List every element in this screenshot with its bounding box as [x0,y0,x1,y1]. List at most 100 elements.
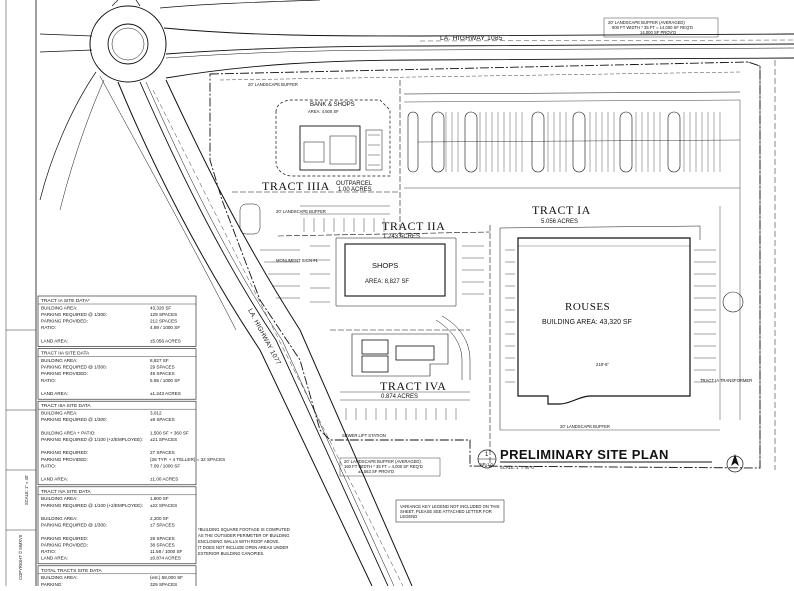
site-data-row-value: 1,500 SF + 360 SF [150,430,189,435]
site-data-row-value: (28 TYP. + 4 TELLER) = 32 SPACES [150,457,225,462]
building-note-line-1: *BUILDING SQUARE FOOTAGE IS COMPUTED [198,527,290,532]
site-data-row-value: 8,827 SF [150,358,169,363]
site-data-row-label: RATIO: [41,549,56,554]
site-data-row-label: BUILDING AREA + PATIO: [41,430,96,435]
rouses-building [517,237,691,405]
building-note-line-5: EXTERIOR BUILDING CANOPIES. [198,551,264,556]
tract-3a-acres: 1.00 ACRES [338,187,372,193]
tract-1a-label: TRACT IA [532,203,591,217]
sewer-lift-label: SEWER LIFT STATION [342,433,386,438]
bank-shops-name: BANK & SHOPS [310,102,355,108]
site-data-row-value: ±22 SPACES [150,503,177,508]
site-data-row-label: BUILDING AREA: [41,516,78,521]
site-data-row-label: PARKING REQUIRED: [41,450,88,455]
highway-1085-north-edge [163,27,794,37]
site-data-row-label: RATIO: [41,463,56,468]
title-scale: SCALE: 1" = 40'-0" [500,465,536,470]
site-data-row-label: PARKING PROVIDED: [41,457,88,462]
site-data-section-title: TRACT IIA SITE DATA [41,351,90,357]
tract-3a-outparcel: OUTPARCEL [336,181,373,187]
highway-1077-west-edge [117,81,373,587]
site-data-row-label: BUILDING AREA: [41,575,78,580]
landscape-buffer-south-3: ±4,563 SF PROV'D [358,469,394,474]
site-boundary [209,61,761,469]
dimension-218: 218'-6" [596,362,610,367]
building-note: *BUILDING SQUARE FOOTAGE IS COMPUTED AS … [198,527,290,556]
site-data-row-value: 2,200 SF [150,516,169,521]
site-data-row-label: RATIO: [41,378,56,383]
shops-name: SHOPS [372,261,398,270]
site-data-row-value: 7.09 / 1000 SF [150,463,180,468]
site-data-row-label: PARKING REQUIRED @ 1/300: [41,312,107,317]
site-data-table: TRACT IA SITE DATA* BUILDING AREA: 43,320 … [37,295,225,591]
site-data-row-value: 38 SPACES [150,542,175,547]
site-data-row-value: ±21 SPACES [150,437,177,442]
site-data-section [37,295,197,347]
north-parking [219,71,741,189]
site-data-row-value: 5.55 / 1000 SF [150,378,180,383]
site-data-row-label: LAND AREA: [41,556,68,561]
transformer-label: TRACT IA TRANSFORMER [700,378,752,383]
landscape-buffer-left: 20' LANDSCAPE BUFFER [276,209,326,214]
site-data-row-value: ±5.056 ACRES [150,338,181,343]
site-data-row-label: PARKING REQUIRED @ 1/300: [41,365,107,370]
rouses-building-group [499,100,744,431]
site-data-row-value: 4.89 / 1000 SF [150,325,180,330]
highway-1085-label: LA. HIGHWAY 1085 [440,35,503,42]
tract-1a-acres: 5.056 ACRES [541,219,578,225]
sidebar-scale-text: SCALE: 1" = 40' [24,475,29,505]
site-data-row-value: ±1.243 ACRES [150,391,181,396]
site-data-row-value: 1,800 SF [150,496,169,501]
roundabout-outer [89,5,167,83]
site-data-row-label: PARKING REQUIRED @ 1/100 (+2/EMPLOYEE): [41,437,143,442]
tract-2a-label: TRACT IIA [382,219,445,233]
site-data-row-label: RATIO: [41,325,56,330]
monument-sign-label: MONUMENT SIGN #1 [276,258,318,263]
site-data-row-label: PARKING PROVIDED: [41,542,88,547]
tract-4a-buildings [340,315,471,420]
landscape-buffer-top-right: 20' LANDSCAPE BUFFER (AVERAGED) [608,20,685,25]
site-data-section-title: TRACT IVA SITE DATA [41,489,92,495]
site-data-row-value: ±7 SPACES [150,523,175,528]
title-sheet: SP-1.0 [480,462,493,467]
site-data-section [37,400,197,486]
site-data-row-value: 329 SPACES [150,582,177,586]
site-data-row-label: LAND AREA: [41,391,68,396]
title-number: 1 [485,452,489,458]
site-data-row-label: LAND AREA: [41,338,68,343]
shops-area: AREA: 8,827 SF [365,279,409,285]
site-data-row-label: BUILDING AREA: [41,411,78,416]
tract-2a-acres: 1.243 ACRES [383,234,420,240]
site-data-row-label: BUILDING AREA: [41,496,78,501]
sidebar-firm-text: COPYRIGHT © MMXVII [18,535,23,580]
tract-4a-label: TRACT IVA [380,379,446,393]
site-data-section-title: TRACT IA SITE DATA* [41,298,90,304]
site-data-row-value: 129 SPACES [150,312,177,317]
tract-3a-label: TRACT IIIA [262,179,330,193]
shops-building-group [310,237,484,307]
landscape-buffer-top-right-3: 14,000 SF PROV'D [640,30,676,35]
site-data-row-value: 49 SPACES [150,371,175,376]
rouses-name: ROUSES [565,301,610,313]
site-data-row-label: PARKING PROVIDED: [41,371,88,376]
site-data-row-value: ±1.00 ACRES [150,477,178,482]
highway-1077-east-edge [165,79,413,587]
tract-4a-acres: 0.874 ACRES [381,394,418,400]
bank-and-shops [275,99,391,177]
site-data-row-label: PARKING REQUIRED @ 1/100 (+2/EMPLOYEE): [41,503,143,508]
stall-hatch-north [445,112,721,172]
building-note-line-3: ENCLOSING WALLS WITH ROOF ABOVE. [198,539,280,544]
road-network [39,0,794,587]
variance-note-line-2: SHEET, PLEASE SEE ATTACHED LETTER FOR [400,509,492,514]
site-data-row-value: ±9 SPACES [150,417,175,422]
landscape-buffer-south-2: 160 FT WIDTH * 35 FT = 4,000 SF REQ'D [344,464,423,469]
site-data-row-label: LAND AREA: [41,477,68,482]
site-data-row-value: 11.58 / 1000 SF [150,549,183,554]
title-text: PRELIMINARY SITE PLAN [500,447,669,462]
title-block: 1 SP-1.0 PRELIMINARY SITE PLAN SCALE: 1"… [477,447,744,473]
west-parking [239,203,390,299]
building-note-line-2: AS THE OUTSIDER PERIMETER OF BUILDING [198,533,289,538]
site-data-row-value: 43,320 SF [150,305,171,310]
site-data-row-label: PARKING REQUIRED @ 1/300: [41,523,107,528]
